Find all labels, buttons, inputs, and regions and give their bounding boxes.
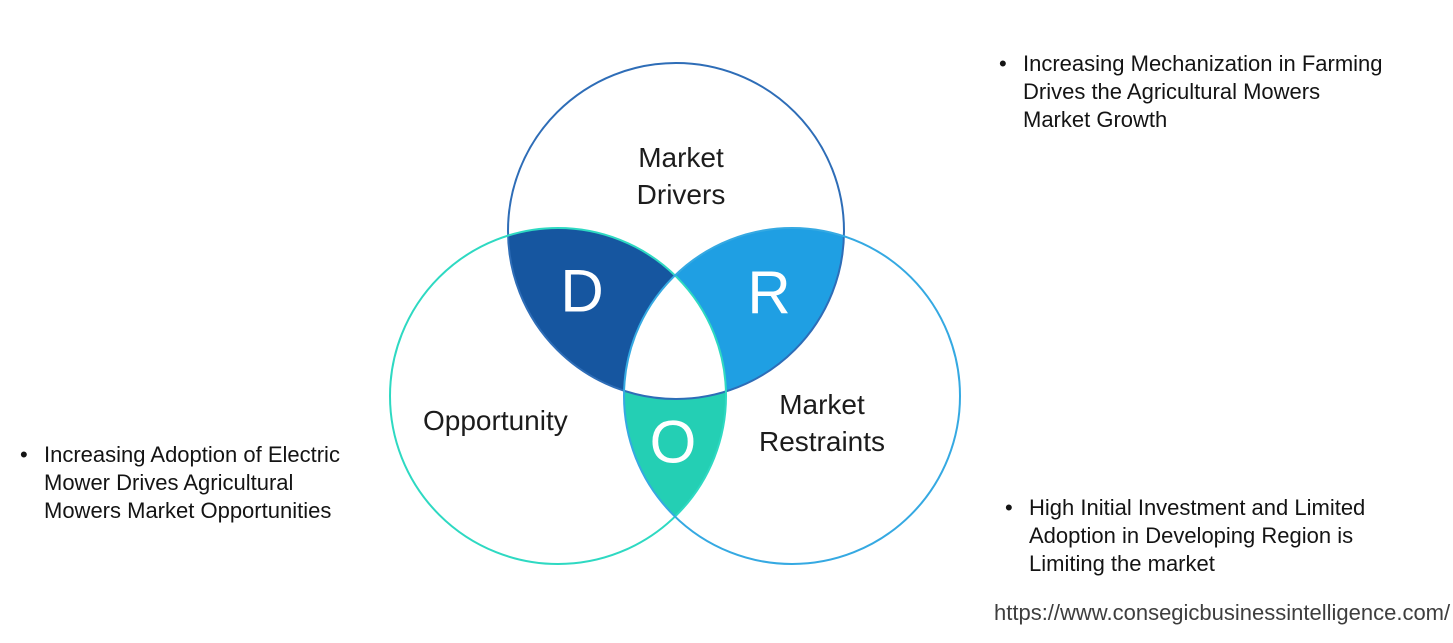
opportunity-letter: O [650,409,697,476]
bullet-icon: • [1005,495,1013,520]
drivers-note-text: Increasing Mechanization in Farming Driv… [1023,51,1383,132]
restraints-note-text: High Initial Investment and Limited Adop… [1029,495,1366,576]
drivers-letter: D [560,258,603,325]
opportunity-note: • Increasing Adoption of Electric Mower … [18,441,418,525]
opportunity-note-text: Increasing Adoption of Electric Mower Dr… [44,442,340,523]
drivers-circle-outline [507,62,845,400]
restraints-note: • High Initial Investment and Limited Ad… [1003,494,1423,578]
source-url: https://www.consegicbusinessintelligence… [994,600,1451,625]
opportunity-label: Opportunity [423,405,568,436]
restraints-circle-outline [623,227,961,565]
restraints-letter: R [747,260,790,327]
market-restraints-label: Market Restraints [758,389,886,457]
drivers-note: • Increasing Mechanization in Farming Dr… [997,50,1437,134]
market-drivers-label: Market Drivers [636,142,726,210]
bullet-icon: • [999,51,1007,76]
opportunity-circle-outline [389,227,727,565]
bullet-icon: • [20,442,28,467]
